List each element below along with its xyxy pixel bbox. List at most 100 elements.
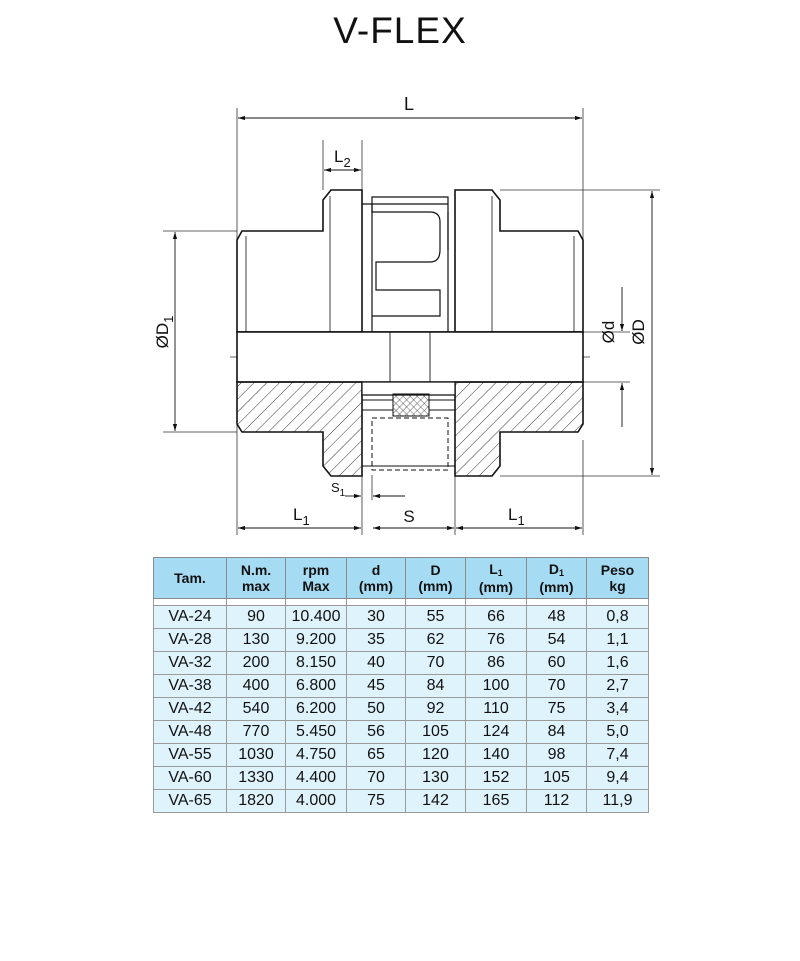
table-cell: 0,8 [586, 605, 649, 629]
table-cell: 8.150 [285, 651, 347, 675]
table-cell: 35 [346, 628, 406, 652]
gap-cell [346, 598, 406, 606]
table-cell: 98 [526, 743, 587, 767]
dim-d-label: Ød [599, 321, 618, 344]
table-cell: 4.400 [285, 766, 347, 790]
table-cell: 120 [405, 743, 466, 767]
table-cell: 45 [346, 674, 406, 698]
column-header: D1(mm) [526, 557, 587, 599]
table-cell: 152 [465, 766, 527, 790]
gap-cell [405, 598, 466, 606]
gap-cell [153, 598, 227, 606]
table-cell: 70 [405, 651, 466, 675]
gap-cell [586, 598, 649, 606]
dim-S-label: S [403, 507, 414, 526]
header-line-1: D [430, 562, 441, 578]
header-line-1: rpm [302, 562, 330, 578]
table-cell: 7,4 [586, 743, 649, 767]
dim-L2-label: L2 [334, 147, 351, 170]
table-cell: 1030 [226, 743, 286, 767]
coupling-lower-section [236, 331, 584, 477]
header-line-1: D [548, 561, 560, 577]
table-cell: 770 [226, 720, 286, 744]
table-cell: VA-60 [153, 766, 227, 790]
column-header: D(mm) [405, 557, 466, 599]
table-cell: VA-48 [153, 720, 227, 744]
header-line-1: d [371, 562, 381, 578]
gap-cell [285, 598, 347, 606]
table-cell: 6.800 [285, 674, 347, 698]
header-line-2: (mm) [358, 578, 394, 594]
dim-L1-left-label: L1 [293, 505, 310, 528]
table-cell: 62 [405, 628, 466, 652]
table-cell: VA-32 [153, 651, 227, 675]
header-line-2: (mm) [418, 578, 453, 594]
table-cell: 60 [526, 651, 587, 675]
table-cell: 110 [465, 697, 527, 721]
table-cell: 86 [465, 651, 527, 675]
column-header: N.m.max [226, 557, 286, 599]
table-cell: 2,7 [586, 674, 649, 698]
header-subscript: 1 [497, 568, 503, 578]
table-cell: 75 [346, 789, 406, 813]
column-header: L1(mm) [465, 557, 527, 599]
table-cell: 92 [405, 697, 466, 721]
table-cell: VA-38 [153, 674, 227, 698]
table-cell: 76 [465, 628, 527, 652]
table-cell: 84 [405, 674, 466, 698]
table-cell: 200 [226, 651, 286, 675]
column-header: d(mm) [346, 557, 406, 599]
table-cell: 105 [526, 766, 587, 790]
gap-cell [465, 598, 527, 606]
header-line-1: L [489, 561, 498, 577]
dim-L1-right-label: L1 [508, 505, 525, 528]
table-cell: 40 [346, 651, 406, 675]
header-line-2: (mm) [539, 579, 574, 595]
header-line-2: max [241, 578, 271, 594]
table-cell: 50 [346, 697, 406, 721]
table-cell: 11,9 [586, 789, 649, 813]
dim-s1-label: S1 [331, 480, 346, 499]
table-cell: 30 [346, 605, 406, 629]
table-cell: 165 [465, 789, 527, 813]
gap-cell [226, 598, 286, 606]
table-cell: 70 [346, 766, 406, 790]
table-cell: 70 [526, 674, 587, 698]
table-cell: 3,4 [586, 697, 649, 721]
table-cell: 142 [405, 789, 466, 813]
table-cell: 54 [526, 628, 587, 652]
table-cell: 130 [226, 628, 286, 652]
table-cell: 1330 [226, 766, 286, 790]
header-line-2: Max [302, 578, 330, 594]
table-cell: 10.400 [285, 605, 347, 629]
header-line-2: kg [609, 578, 626, 594]
table-cell: 105 [405, 720, 466, 744]
table-cell: 9,4 [586, 766, 649, 790]
header-line-1: N.m. [240, 562, 272, 578]
table-cell: VA-42 [153, 697, 227, 721]
jaw-teeth [245, 196, 575, 332]
table-cell: 130 [405, 766, 466, 790]
table-cell: 140 [465, 743, 527, 767]
gap-cell [526, 598, 587, 606]
table-cell: 66 [465, 605, 527, 629]
column-header: Tam. [153, 557, 227, 599]
table-cell: 75 [526, 697, 587, 721]
coupling-drawing: L L2 ØD1 Ød ØD S1 S L1 L1 [153, 94, 660, 535]
coupling-upper-view [236, 189, 584, 333]
table-cell: 48 [526, 605, 587, 629]
table-cell: VA-55 [153, 743, 227, 767]
header-line-1: Tam. [174, 570, 206, 586]
dimension-lines [172, 115, 655, 531]
page-title: V-FLEX [333, 10, 467, 51]
table-cell: 1,6 [586, 651, 649, 675]
